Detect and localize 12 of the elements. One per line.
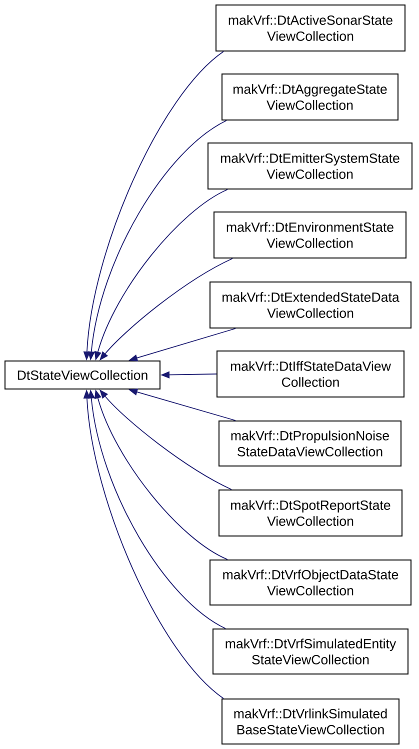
class-box: makVrf::DtExtendedStateData ViewCollection [210, 282, 412, 328]
class-box: makVrf::DtIffStateDataView Collection [216, 350, 404, 398]
class-box: DtStateViewCollection [4, 360, 160, 390]
class-box: makVrf::DtSpotReportState ViewCollection [218, 490, 402, 536]
class-box: makVrf::DtVrfObjectDataState ViewCollection [210, 560, 412, 606]
class-box: makVrf::DtEmitterSystemState ViewCollection [208, 142, 412, 190]
class-box: makVrf::DtPropulsionNoise StateDataViewCollection [218, 420, 402, 466]
class-box: makVrf::DtVrfSimulatedEntity StateViewCollection [212, 628, 408, 674]
class-box: makVrf::DtVrlinkSimulated BaseStateViewCollection [222, 698, 400, 744]
class-box: makVrf::DtActiveSonarState ViewCollection [216, 4, 406, 52]
class-box: makVrf::DtAggregateState ViewCollection [222, 74, 398, 120]
class-box: makVrf::DtEnvironmentState ViewCollection [214, 212, 406, 258]
